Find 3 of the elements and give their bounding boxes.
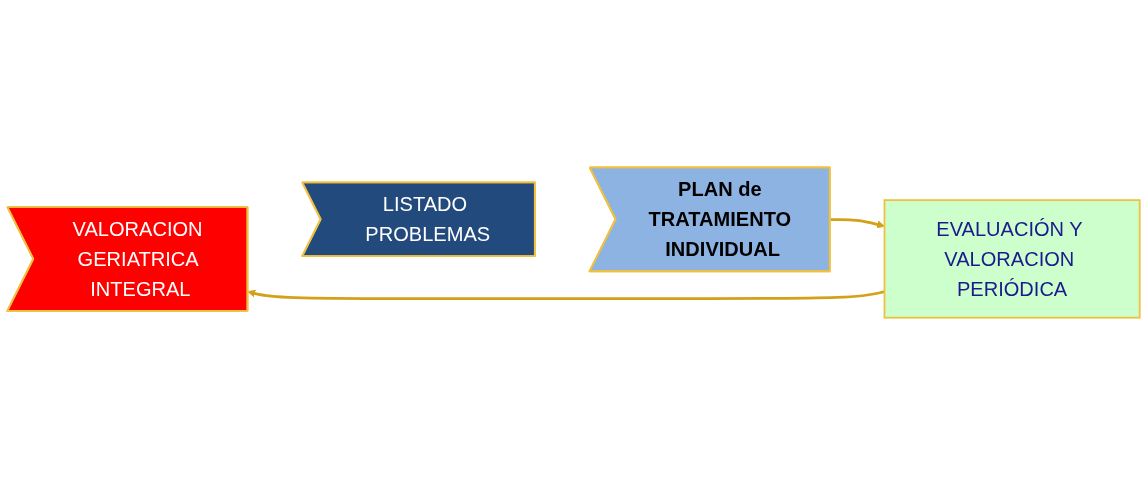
- arrow: [830, 218, 885, 229]
- arrow: [247, 289, 885, 300]
- node-box: EVALUACIÓN Y VALORACION PERIÓDICA: [883, 199, 1141, 319]
